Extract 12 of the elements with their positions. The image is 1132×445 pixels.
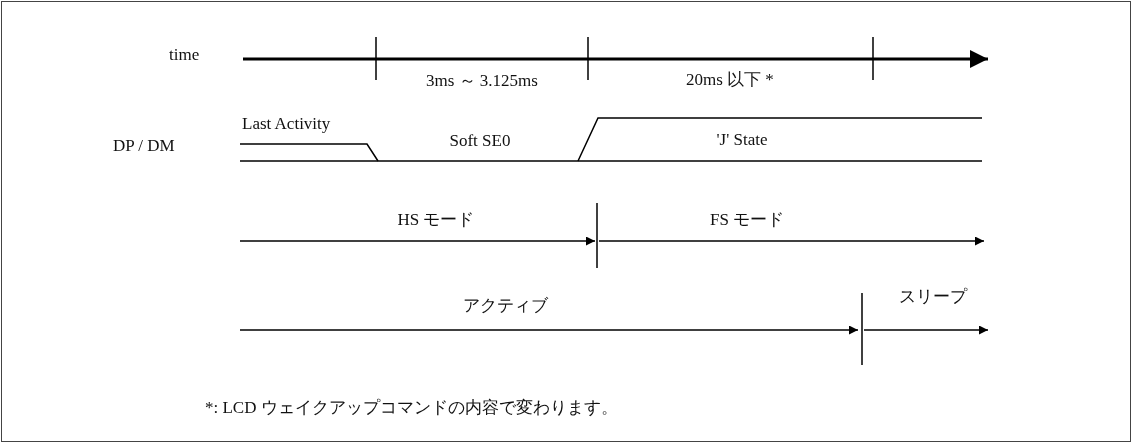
state-label: Soft SE0	[449, 131, 511, 151]
duration-label: 3ms ～ 3.125ms	[426, 71, 538, 91]
mode-label: アクティブ	[462, 296, 548, 316]
footnote: *: LCD ウェイクアップコマンドの内容で変わります。	[205, 398, 618, 418]
mode-label: スリープ	[899, 287, 967, 307]
mode-label: HS モード	[397, 210, 475, 230]
state-label: Last Activity	[242, 114, 331, 134]
signal-name: DP / DM	[113, 136, 175, 156]
state-label: 'J' State	[716, 130, 768, 150]
duration-label: 20ms 以下 *	[686, 70, 774, 90]
mode-label: FS モード	[710, 210, 785, 230]
axis-label: time	[169, 45, 200, 65]
